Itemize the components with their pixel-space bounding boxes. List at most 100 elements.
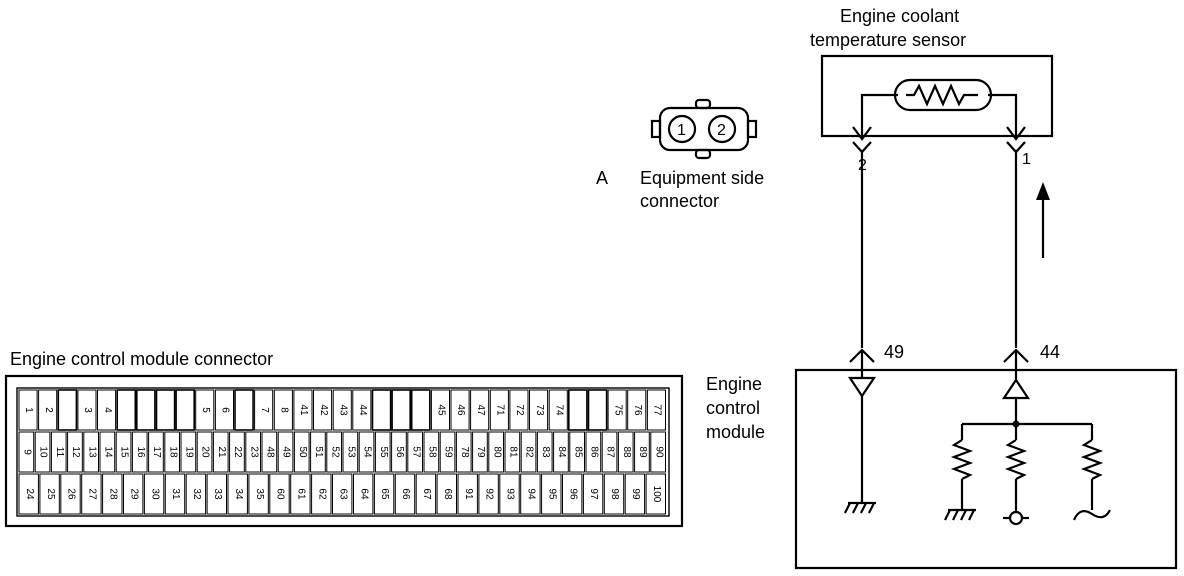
connector-pin-number: 4 <box>102 407 113 413</box>
connector-pin-cell <box>548 389 568 431</box>
connector-pin-number: 7 <box>259 407 270 413</box>
connector-pin-cell <box>196 431 213 473</box>
connector-blank-cavity <box>175 389 196 431</box>
connector-pin-number: 64 <box>358 488 369 500</box>
connector-pin-cell <box>164 431 181 473</box>
connector-pin-cell <box>50 431 67 473</box>
connector-pin-cell <box>489 389 509 431</box>
connector-pin-cell <box>488 431 504 473</box>
connector-pin-cell <box>164 473 186 515</box>
connector-pin-number: 52 <box>329 446 340 458</box>
connector-pin-cell <box>293 389 313 431</box>
connector-pin-number: 72 <box>514 404 525 416</box>
connector-pin-number: 34 <box>233 488 244 500</box>
connector-pin-number: 12 <box>70 446 81 458</box>
connector-pin-number: 6 <box>220 407 231 413</box>
connector-pin-cell <box>553 431 569 473</box>
connector-pin-number: 5 <box>200 407 211 413</box>
connector-label-line1: Equipment side <box>640 168 764 188</box>
connector-pin-cell <box>415 473 437 515</box>
connector-pin-number: 86 <box>588 446 599 458</box>
connector-blank-cavity <box>234 389 254 431</box>
connector-pin-cell <box>470 389 490 431</box>
connector-pin-cell <box>358 431 375 473</box>
connector-pin-cell <box>102 473 123 515</box>
connector-pin-number: 61 <box>296 488 307 500</box>
connector-pin-cell <box>67 431 83 473</box>
connector-pin-cell <box>650 431 666 473</box>
connector-pin-number: 89 <box>637 446 648 458</box>
connector-pin-cell <box>290 473 311 515</box>
connector-pin-number: 97 <box>588 488 599 500</box>
connector-pin-number: 76 <box>632 404 643 416</box>
connector-pin-number: 59 <box>443 446 454 458</box>
connector-pin-number: 98 <box>609 488 620 500</box>
connector-pin-number: 47 <box>475 404 486 416</box>
connector-pin-number: 83 <box>540 446 551 458</box>
connector-pin-cell <box>423 431 440 473</box>
pull-down-resistor-icon <box>950 439 974 480</box>
ground-icon <box>844 501 876 514</box>
connector-pin-number: 81 <box>507 446 518 458</box>
connector-pin-cell <box>352 389 372 431</box>
ecm-label-line2: control <box>706 398 760 418</box>
connector-pin-number: 82 <box>524 446 535 458</box>
connector-pin-number: 44 <box>357 404 368 416</box>
connector-pin-number: 56 <box>394 446 405 458</box>
connector-pin-cell <box>18 389 38 431</box>
connector-pin-number: 60 <box>275 488 286 500</box>
connector-pin-cell <box>18 473 39 515</box>
connector-pin-cell <box>180 431 197 473</box>
connector-pin-number: 96 <box>567 488 578 500</box>
connector-pin-cell <box>569 431 585 473</box>
connector-pin-cell <box>97 389 117 431</box>
sensor-title-line2: temperature sensor <box>810 30 966 50</box>
connector-pin-number: 25 <box>45 488 56 500</box>
connector-pin-number: 30 <box>149 488 160 500</box>
connector-pin-number: 20 <box>200 446 211 458</box>
connector-pin-number: 3 <box>82 407 93 413</box>
ecm-box <box>794 368 1178 570</box>
connector-pin-number: 99 <box>630 488 641 500</box>
thermistor-resistor-icon <box>906 83 978 107</box>
input-buffer-49-icon <box>847 376 877 398</box>
connector-pin-number: 26 <box>66 488 77 500</box>
connector-pin-number: 31 <box>170 488 181 500</box>
connector-pin-cell <box>450 389 470 431</box>
connector-pin-number: 1 <box>23 407 34 413</box>
connector-pin-cell <box>269 473 290 515</box>
connector-pin-number: 71 <box>494 404 505 416</box>
connector-pin-number: 91 <box>463 488 474 500</box>
connector-pin-cell <box>607 389 627 431</box>
connector-pin-cell <box>261 431 278 473</box>
connector-pin-number: 55 <box>378 446 389 458</box>
connector-pin-cell <box>131 431 148 473</box>
connector-pin-number: 8 <box>278 407 289 413</box>
connector-pin-number: 48 <box>264 446 275 458</box>
connector-pin-number: 66 <box>400 488 411 500</box>
connector-pin-cell <box>206 473 228 515</box>
connector-pin-cell <box>311 473 332 515</box>
ground-icon-2 <box>944 508 976 521</box>
connector-pin-cell <box>185 473 207 515</box>
connector-pin-cell <box>60 473 81 515</box>
connector-pin-number: 17 <box>151 446 162 458</box>
connector-pin-number: 75 <box>612 404 623 416</box>
connector-pin-number: 79 <box>475 446 486 458</box>
connector-pin-number: 57 <box>410 446 421 458</box>
connector-pin-cell <box>455 431 472 473</box>
coolant-temperature-sensor: Engine coolant temperature sensor 2 1 <box>810 6 1054 174</box>
supply-terminal-icon <box>1003 510 1029 526</box>
connector-pin-number: 11 <box>54 447 65 458</box>
pull-up-resistor-icon <box>1004 439 1028 480</box>
connector-pin-cell <box>585 431 602 473</box>
connector-pin-number: 80 <box>491 446 502 458</box>
connector-pin-cell <box>81 473 102 515</box>
connector-pin-number: 41 <box>298 404 309 416</box>
connector-pin-cell <box>273 389 293 431</box>
ecm-label-line3: module <box>706 422 765 442</box>
connector-pin-number: 94 <box>525 488 536 500</box>
connector-pin-number: 29 <box>128 488 139 500</box>
connector-pin-number: 93 <box>505 488 516 500</box>
